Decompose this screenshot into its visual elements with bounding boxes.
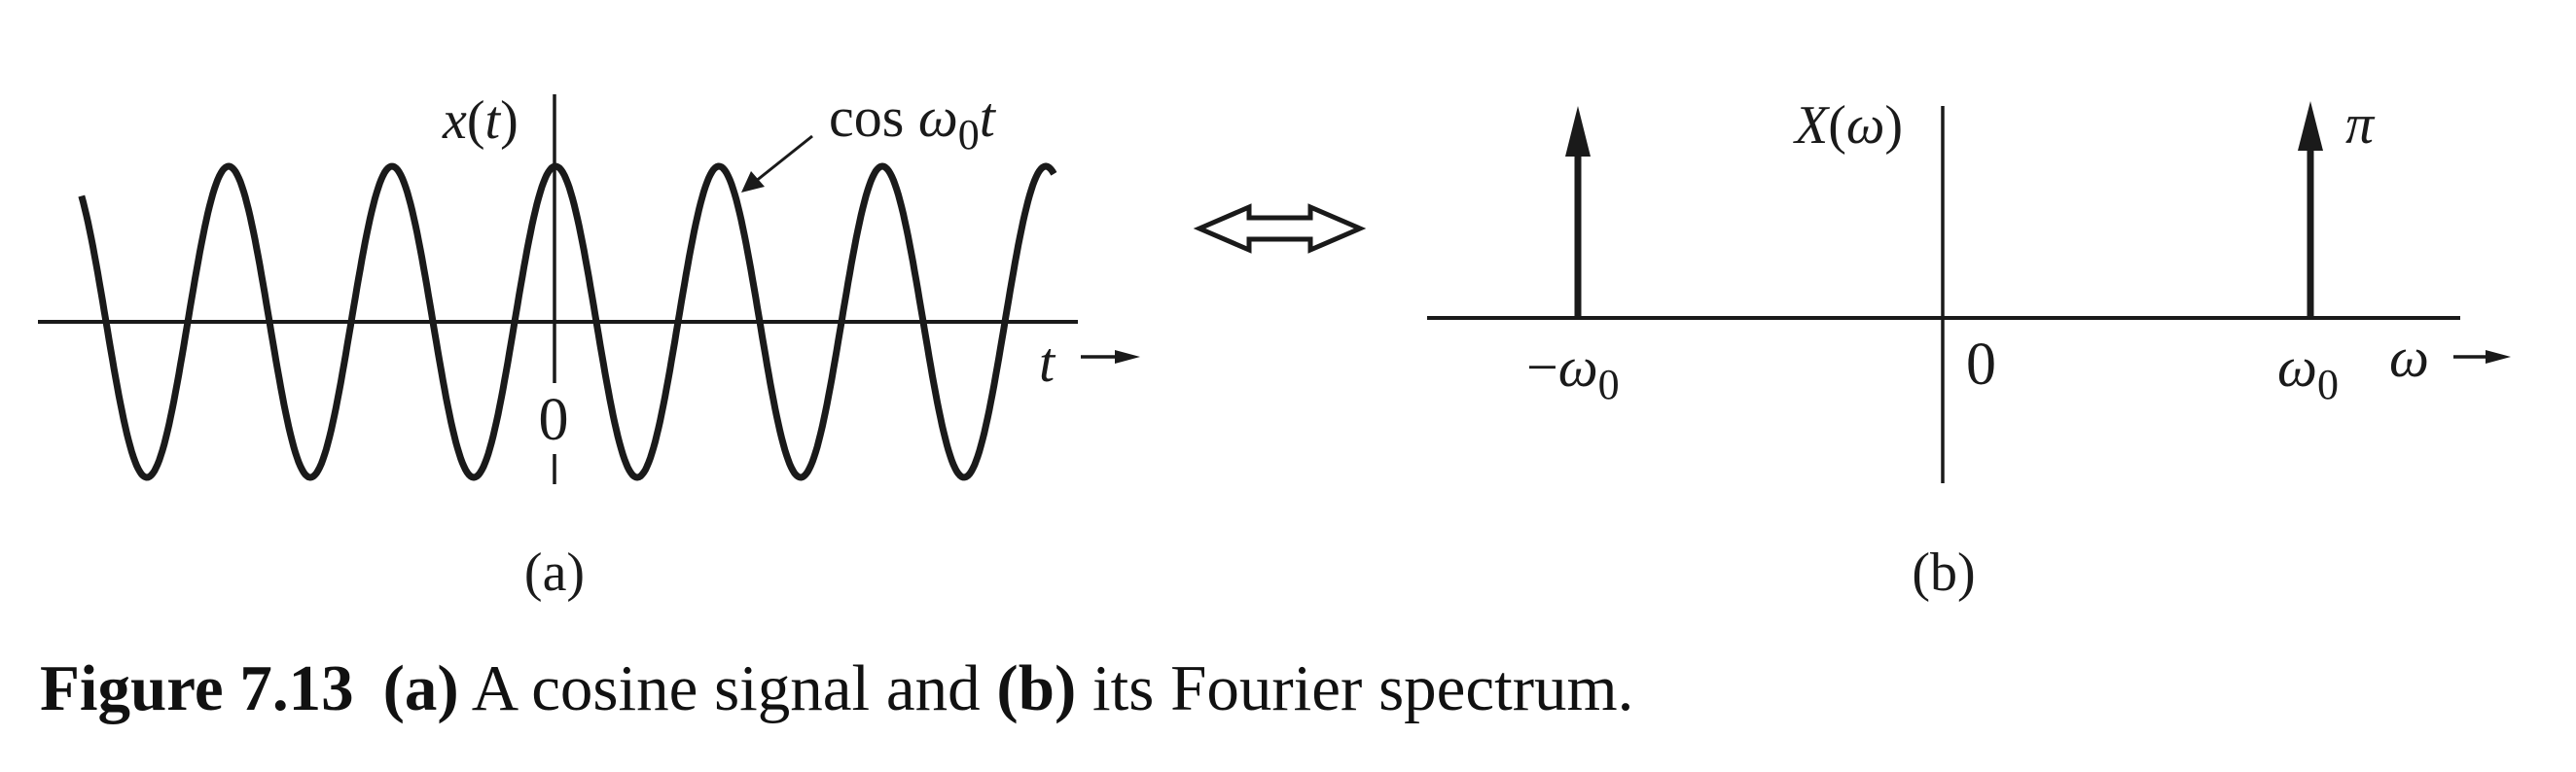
panel-b-sublabel: (b) [1912, 543, 1975, 603]
panel-b-fourier-spectrum: π X(ω) −ω0 0 ω0 ω (b) [1427, 92, 2511, 603]
impulse-weight-pi-label: π [2345, 92, 2376, 156]
impulse-neg-omega0 [1565, 106, 1591, 318]
impulse-pos-omega0 [2298, 101, 2323, 318]
curve-pointer-arrow-icon [741, 134, 813, 193]
omega-axis-label: ω [2389, 326, 2429, 389]
X-of-omega-label: X(ω) [1793, 95, 1903, 156]
neg-omega0-tick-label: −ω0 [1526, 335, 1620, 408]
t-direction-arrow-icon [1081, 350, 1140, 364]
pos-omega0-tick-label: ω0 [2277, 335, 2339, 408]
curve-label-cos-omega0-t: cos ω0t [829, 86, 997, 158]
x-of-t-label: x(t) [442, 90, 519, 151]
t-axis-label: t [1039, 331, 1056, 394]
figure-caption: Figure 7.13 (a) A cosine signal and (b) i… [40, 649, 1633, 727]
figure-number: Figure 7.13 [40, 652, 354, 724]
panel-a-cosine-signal: x(t) 0 t cos ω0t (a) [38, 86, 1140, 603]
panel-a-sublabel: (a) [524, 543, 585, 603]
origin-tick-label-b: 0 [1966, 332, 1996, 398]
caption-part-b-label: (b) [996, 652, 1077, 724]
omega-direction-arrow-icon [2453, 350, 2511, 364]
caption-part-a-label: (a) [382, 652, 459, 724]
caption-part-a-text: A cosine signal and [458, 652, 997, 724]
cosine-curve [78, 162, 1057, 481]
fourier-pair-double-arrow-icon [1193, 203, 1367, 254]
caption-part-b-text: its Fourier spectrum. [1076, 652, 1634, 724]
origin-tick-label-a: 0 [539, 387, 569, 453]
